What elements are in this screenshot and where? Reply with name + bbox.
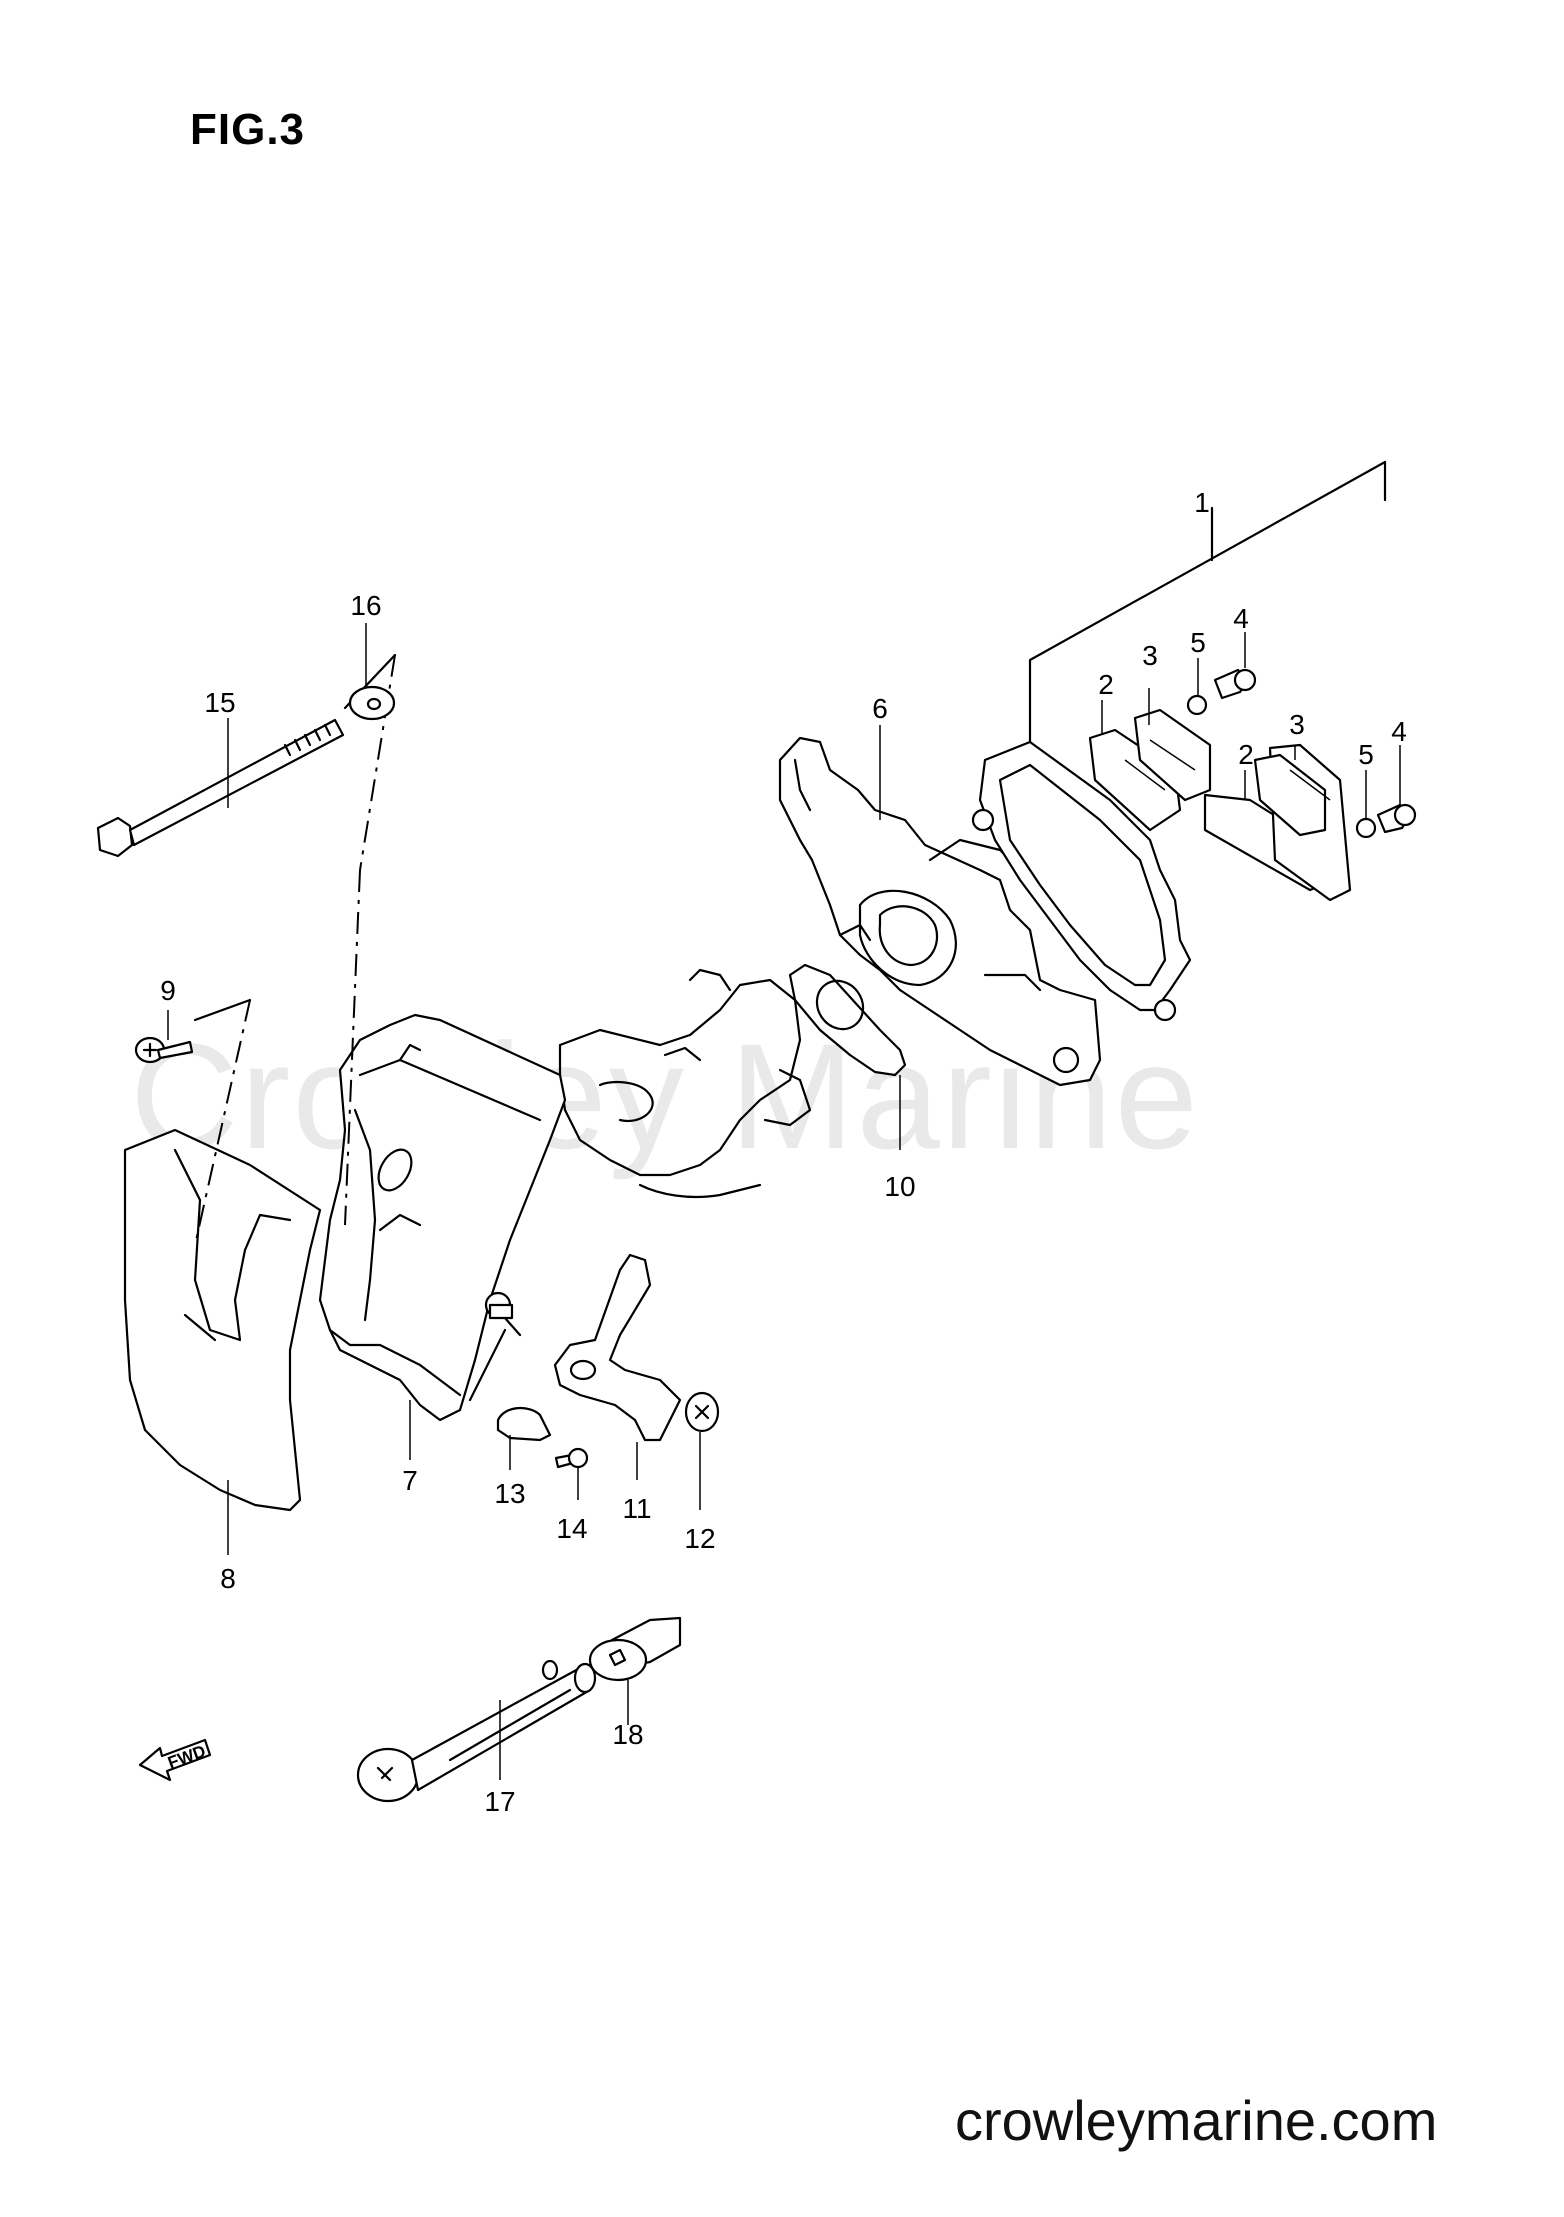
callout-1: 1 bbox=[1194, 487, 1210, 518]
assembly-bracket-1 bbox=[1028, 460, 1387, 744]
part-carburetor-reference bbox=[558, 968, 812, 1199]
callout-12: 12 bbox=[684, 1523, 715, 1554]
site-url: crowleymarine.com bbox=[955, 2089, 1438, 2152]
figure-title: FIG.3 bbox=[190, 105, 306, 154]
part-bushing bbox=[588, 1616, 682, 1682]
callout-10: 10 bbox=[884, 1171, 915, 1202]
callout-2a: 2 bbox=[1098, 669, 1114, 700]
callout-5b: 5 bbox=[1358, 739, 1374, 770]
callout-11: 11 bbox=[622, 1493, 651, 1524]
part-shaft bbox=[356, 1659, 597, 1803]
assembly-lines-left bbox=[193, 653, 507, 1402]
part-gasket bbox=[788, 963, 907, 1077]
part-reed-plates bbox=[971, 708, 1352, 1022]
part-cover bbox=[123, 1128, 322, 1512]
part-screws-4-5 bbox=[1186, 668, 1417, 839]
part-clip bbox=[684, 1391, 720, 1433]
callout-9: 9 bbox=[160, 975, 176, 1006]
fwd-arrow-icon: FWD bbox=[138, 1738, 212, 1782]
part-bracket-clip bbox=[496, 1407, 552, 1442]
callout-3b: 3 bbox=[1289, 709, 1305, 740]
part-housing bbox=[318, 1013, 567, 1422]
callout-13: 13 bbox=[494, 1478, 525, 1509]
part-screw-14 bbox=[554, 1447, 589, 1469]
callout-7: 7 bbox=[402, 1465, 418, 1496]
callout-2b: 2 bbox=[1238, 739, 1254, 770]
callout-3a: 3 bbox=[1142, 640, 1158, 671]
part-bolt bbox=[96, 718, 345, 858]
callout-5a: 5 bbox=[1190, 627, 1206, 658]
part-lever bbox=[553, 1253, 682, 1442]
fwd-label: FWD bbox=[165, 1741, 208, 1772]
part-screw-9 bbox=[134, 1036, 194, 1064]
callout-16: 16 bbox=[350, 590, 381, 621]
callout-14: 14 bbox=[556, 1513, 587, 1544]
callout-17: 17 bbox=[484, 1786, 515, 1817]
callout-labels: 1 2 2 3 3 4 4 5 5 6 7 8 9 10 11 12 13 14… bbox=[160, 487, 1407, 1817]
callout-4b: 4 bbox=[1391, 716, 1407, 747]
callout-15: 15 bbox=[204, 687, 235, 718]
callout-6: 6 bbox=[872, 693, 888, 724]
callout-18: 18 bbox=[612, 1719, 643, 1750]
callout-4a: 4 bbox=[1233, 603, 1249, 634]
leader-lines bbox=[167, 623, 1401, 1780]
part-washer bbox=[348, 685, 396, 721]
callout-8: 8 bbox=[220, 1563, 236, 1594]
